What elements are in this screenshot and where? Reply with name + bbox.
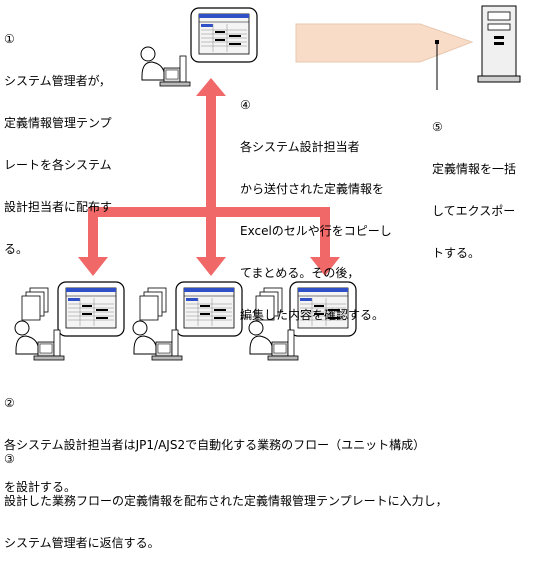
step1-line: 設計担当者に配布す [4,200,113,214]
step5-number: ⑤ [432,120,443,134]
export-arrow [295,23,474,63]
step5-text: ⑤ 定義情報を一括 してエクスポー トする。 [432,92,516,288]
step1-text: ① システム管理者が， 定義情報管理テンプ レートを各システム 設計担当者に配布… [4,4,112,284]
distribution-arrows [78,78,340,276]
step4-number: ④ [240,98,251,112]
step4-line: てまとめる。その後， [240,266,360,280]
step3-number: ③ [4,452,15,466]
step1-line: レートを各システム [4,158,112,172]
step2-line: 各システム設計担当者はJP1/AJS2で自動化する業務のフロー（ユニット構成） [4,438,426,452]
admin-person-icon [140,46,191,87]
step3-text: ③ 設計した業務フローの定義情報を配布された定義情報管理テンプレートに入力し， … [4,424,448,578]
step5-line: 定義情報を一括 [432,162,517,176]
step4-line: 各システム設計担当者 [240,140,360,154]
step3-line: システム管理者に返信する。 [4,536,160,550]
diagram-graphics [14,5,521,361]
step4-line: Excelのセルや行をコピーし [240,224,392,238]
step4-text: ④ 各システム設計担当者 から送付された定義情報を Excelのセルや行をコピー… [240,70,392,350]
step4-line: から送付された定義情報を [240,182,385,196]
designer-station-2 [132,281,243,361]
workflow-diagram: ① システム管理者が， 定義情報管理テンプ レートを各システム 設計担当者に配布… [4,4,521,550]
step2-number: ② [4,396,15,410]
step1-line: 定義情報管理テンプ [4,116,112,130]
designer-station-1 [14,281,125,361]
admin-screen [190,7,258,63]
server-icon [477,5,521,83]
step1-line: システム管理者が， [4,74,111,88]
step1-number: ① [4,32,15,46]
step1-line: る。 [4,242,29,256]
step3-line: 設計した業務フローの定義情報を配布された定義情報管理テンプレートに入力し， [4,494,448,508]
step5-line: してエクスポー [432,204,516,218]
step5-line: トする。 [432,246,481,260]
step4-line: 編集した内容を確認する。 [240,308,385,322]
